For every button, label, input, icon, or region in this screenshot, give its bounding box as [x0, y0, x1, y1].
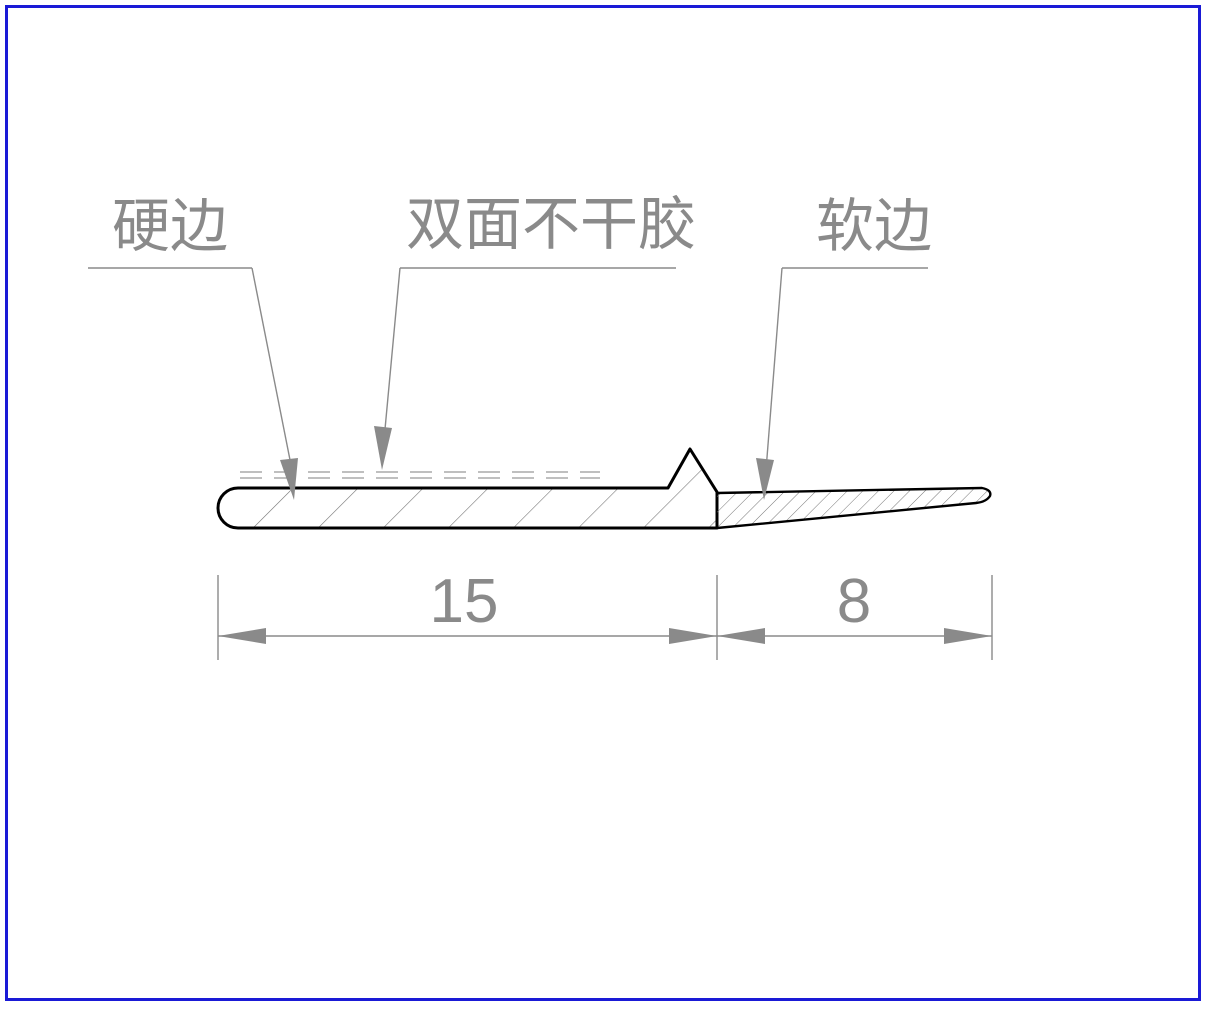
leader-hard-edge — [88, 267, 298, 500]
dim-arrow-left — [218, 628, 266, 644]
leader-arrow-soft — [756, 458, 774, 500]
leader-arrow-hard — [280, 458, 298, 500]
leader-soft-edge — [756, 267, 928, 500]
dimension-value-hard: 15 — [430, 567, 499, 636]
dim-arrow-right — [669, 628, 717, 644]
label-soft-edge: 软边 — [816, 192, 932, 260]
drawing-frame — [5, 5, 1201, 1001]
label-hard-edge: 硬边 — [112, 192, 228, 260]
dim-arrow-right-soft — [944, 628, 992, 644]
dimension-value-soft: 8 — [837, 567, 871, 636]
soft-edge-section — [716, 486, 992, 530]
adhesive-tape-layer — [240, 471, 600, 479]
leader-adhesive — [374, 267, 676, 470]
label-adhesive: 双面不干胶 — [406, 190, 696, 258]
dim-arrow-left-soft — [717, 628, 765, 644]
dimension-extension-lines — [217, 575, 993, 660]
dimension-soft-width — [717, 628, 992, 644]
dimension-hard-width — [218, 628, 717, 644]
leader-arrow-adhesive — [374, 426, 392, 470]
